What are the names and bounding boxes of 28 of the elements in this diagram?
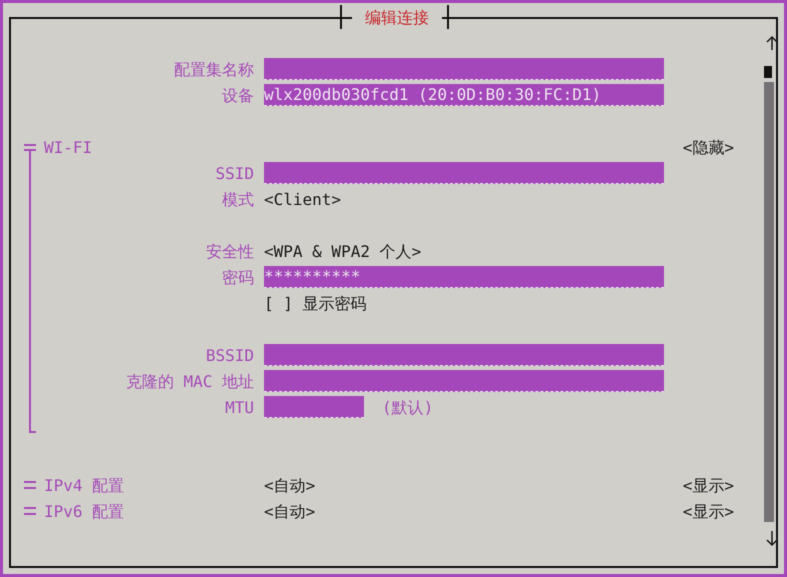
toggle-option: <显示> bbox=[682, 475, 734, 497]
field-label: MTU bbox=[225, 397, 254, 419]
section-heading: WI-FI bbox=[44, 137, 92, 159]
input-field: wlx200db030fcd1 (20:0D:B0:30:FC:D1) bbox=[264, 84, 664, 106]
field-label: 安全性 bbox=[206, 241, 254, 263]
field-label: 设备 bbox=[222, 85, 254, 107]
input-field: ********** bbox=[264, 266, 664, 288]
dropdown-option: <自动> bbox=[264, 475, 316, 497]
input-field bbox=[264, 162, 664, 184]
dropdown-option: <Client> bbox=[264, 189, 342, 211]
dropdown-option: <自动> bbox=[264, 501, 316, 523]
input-field bbox=[264, 370, 664, 392]
field-label: 配置集名称 bbox=[174, 59, 254, 81]
hint-text: (默认) bbox=[382, 397, 434, 419]
field-label: 密码 bbox=[222, 267, 254, 289]
field-label: 模式 bbox=[222, 189, 254, 211]
section-heading: IPv6 配置 bbox=[44, 501, 124, 523]
input-field bbox=[264, 58, 664, 80]
checkbox-option: [ ] 显示密码 bbox=[264, 293, 367, 315]
dropdown-option: <WPA & WPA2 个人> bbox=[264, 241, 422, 263]
field-label: 克隆的 MAC 地址 bbox=[126, 371, 254, 393]
toggle-option: <隐藏> bbox=[682, 137, 734, 159]
section-heading: IPv4 配置 bbox=[44, 475, 124, 497]
field-label: SSID bbox=[215, 163, 254, 185]
field-label: BSSID bbox=[206, 345, 254, 367]
input-field bbox=[264, 344, 664, 366]
toggle-option: <显示> bbox=[682, 501, 734, 523]
input-field bbox=[264, 396, 364, 418]
